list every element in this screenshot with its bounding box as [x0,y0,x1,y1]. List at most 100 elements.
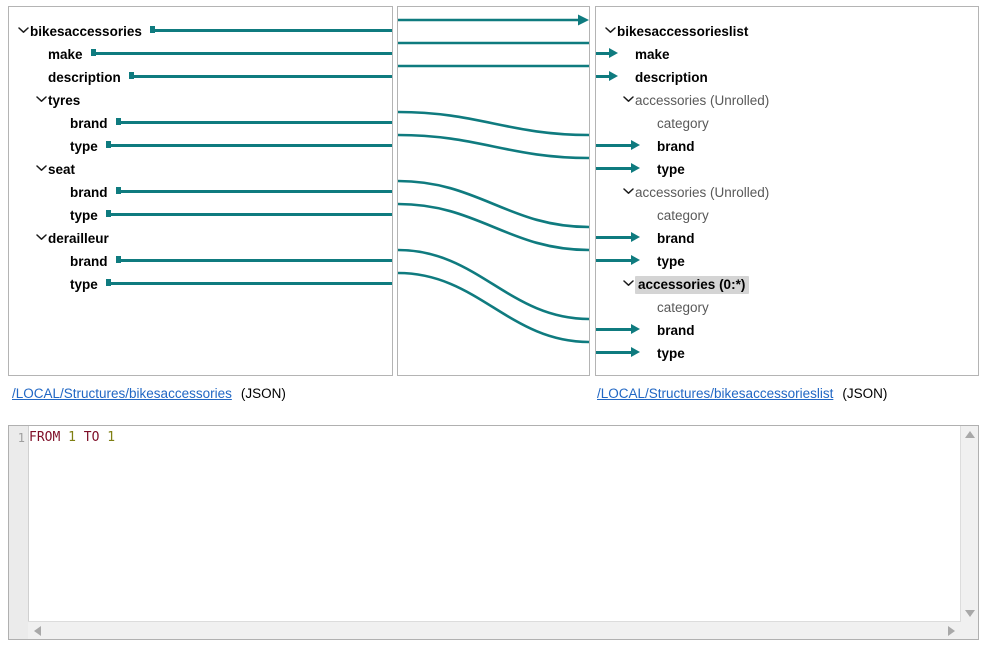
connector-line[interactable] [111,213,392,216]
target-tree-node[interactable]: type [644,157,685,180]
target-node-label: type [657,161,685,177]
chevron-down-icon[interactable] [35,233,48,241]
mapping-code-editor[interactable]: 1 FROM 1 TO 1 [8,425,979,640]
source-tree-node[interactable]: type [57,203,98,226]
incoming-connector-line[interactable] [596,236,631,239]
chevron-down-icon[interactable] [622,187,635,195]
target-tree-node[interactable]: accessories (0:*) [622,272,750,295]
connector-arrowhead-icon [609,48,618,58]
source-tree-node[interactable]: description [35,65,121,88]
incoming-connector-line[interactable] [596,328,631,331]
scroll-down-arrow-icon[interactable] [965,610,975,617]
source-tree-node[interactable]: tyres [35,88,80,111]
scroll-up-arrow-icon[interactable] [965,431,975,438]
connector-arrowhead-icon [631,140,640,150]
connector-line[interactable] [121,259,392,262]
editor-vertical-scrollbar[interactable] [960,426,978,622]
connector-endpoint[interactable] [116,256,121,263]
editor-line-number: 1 [17,431,25,445]
source-node-label: brand [70,115,108,131]
scroll-left-arrow-icon[interactable] [34,626,41,636]
incoming-connector-line[interactable] [596,75,609,78]
editor-code-line[interactable]: FROM 1 TO 1 [29,429,115,447]
incoming-connector-line[interactable] [596,52,609,55]
target-node-label: type [657,253,685,269]
source-node-label: description [48,69,121,85]
source-tree-node[interactable]: bikesaccessories [17,19,142,42]
connector-arrowhead-icon [631,232,640,242]
source-tree-node[interactable]: brand [57,249,108,272]
connector-endpoint[interactable] [91,49,96,56]
target-node-label-selected: accessories (0:*) [635,275,750,294]
target-path-line: /LOCAL/Structures/bikesaccessorieslist(J… [597,386,887,401]
scroll-right-arrow-icon[interactable] [948,626,955,636]
target-node-label: make [635,46,670,62]
chevron-down-icon[interactable] [622,95,635,103]
target-tree-node[interactable]: accessories (Unrolled) [622,88,769,111]
connector-endpoint[interactable] [116,118,121,125]
target-tree-node[interactable]: brand [644,134,695,157]
editor-horizontal-scrollbar[interactable] [28,621,961,639]
chevron-down-icon[interactable] [622,279,635,287]
target-structure-link[interactable]: /LOCAL/Structures/bikesaccessorieslist [597,386,834,401]
connector-endpoint[interactable] [106,279,111,286]
connector-line[interactable] [134,75,392,78]
chevron-down-icon[interactable] [17,26,30,34]
target-tree-node[interactable]: category [644,203,709,226]
source-tree-node[interactable]: make [35,42,83,65]
connector-line[interactable] [96,52,392,55]
connector-line[interactable] [121,121,392,124]
target-tree-node[interactable]: make [622,42,670,65]
code-token-num: 1 [68,430,76,445]
chevron-down-icon[interactable] [35,164,48,172]
connector-arrowhead-icon [631,255,640,265]
source-tree-node[interactable]: brand [57,111,108,134]
source-node-label: derailleur [48,230,109,246]
connector-line[interactable] [111,144,392,147]
target-node-label: bikesaccessorieslist [617,23,749,39]
code-token-kw: FROM [29,430,61,445]
connector-endpoint[interactable] [150,26,155,33]
chevron-down-icon[interactable] [604,26,617,34]
target-tree-node[interactable]: bikesaccessorieslist [604,19,748,42]
target-tree-node[interactable]: accessories (Unrolled) [622,180,769,203]
target-tree-node[interactable]: category [644,111,709,134]
code-token-num: 1 [107,430,116,445]
source-tree-node[interactable]: seat [35,157,75,180]
target-tree: bikesaccessorieslist make description acces… [596,7,978,375]
incoming-connector-line[interactable] [596,144,631,147]
source-structure-link[interactable]: /LOCAL/Structures/bikesaccessories [12,386,232,401]
source-node-label: tyres [48,92,81,108]
target-tree-node[interactable]: type [644,249,685,272]
mapping-canvas-panel[interactable] [397,6,590,376]
target-tree-node[interactable]: category [644,295,709,318]
target-node-label: description [635,69,708,85]
connector-endpoint[interactable] [129,72,134,79]
editor-code-area[interactable]: 1 FROM 1 TO 1 [18,426,978,639]
connector-line[interactable] [155,29,392,32]
target-node-label: brand [657,230,695,246]
connector-arrowhead-icon [631,163,640,173]
incoming-connector-line[interactable] [596,167,631,170]
target-tree-node[interactable]: brand [644,318,695,341]
source-tree-node[interactable]: derailleur [35,226,109,249]
incoming-connector-line[interactable] [596,351,631,354]
source-tree-node[interactable]: type [57,272,98,295]
connector-line[interactable] [121,190,392,193]
target-tree-node[interactable]: description [622,65,708,88]
scrollbar-corner [961,622,978,639]
incoming-connector-line[interactable] [596,259,631,262]
target-node-label: category [657,207,709,223]
connector-line[interactable] [111,282,392,285]
target-tree-node[interactable]: type [644,341,685,364]
connector-endpoint[interactable] [106,141,111,148]
connector-endpoint[interactable] [116,187,121,194]
chevron-down-icon[interactable] [35,95,48,103]
target-tree-node[interactable]: brand [644,226,695,249]
connector-endpoint[interactable] [106,210,111,217]
source-tree-node[interactable]: brand [57,180,108,203]
source-tree-node[interactable]: type [57,134,98,157]
target-node-label: accessories (Unrolled) [635,92,770,108]
